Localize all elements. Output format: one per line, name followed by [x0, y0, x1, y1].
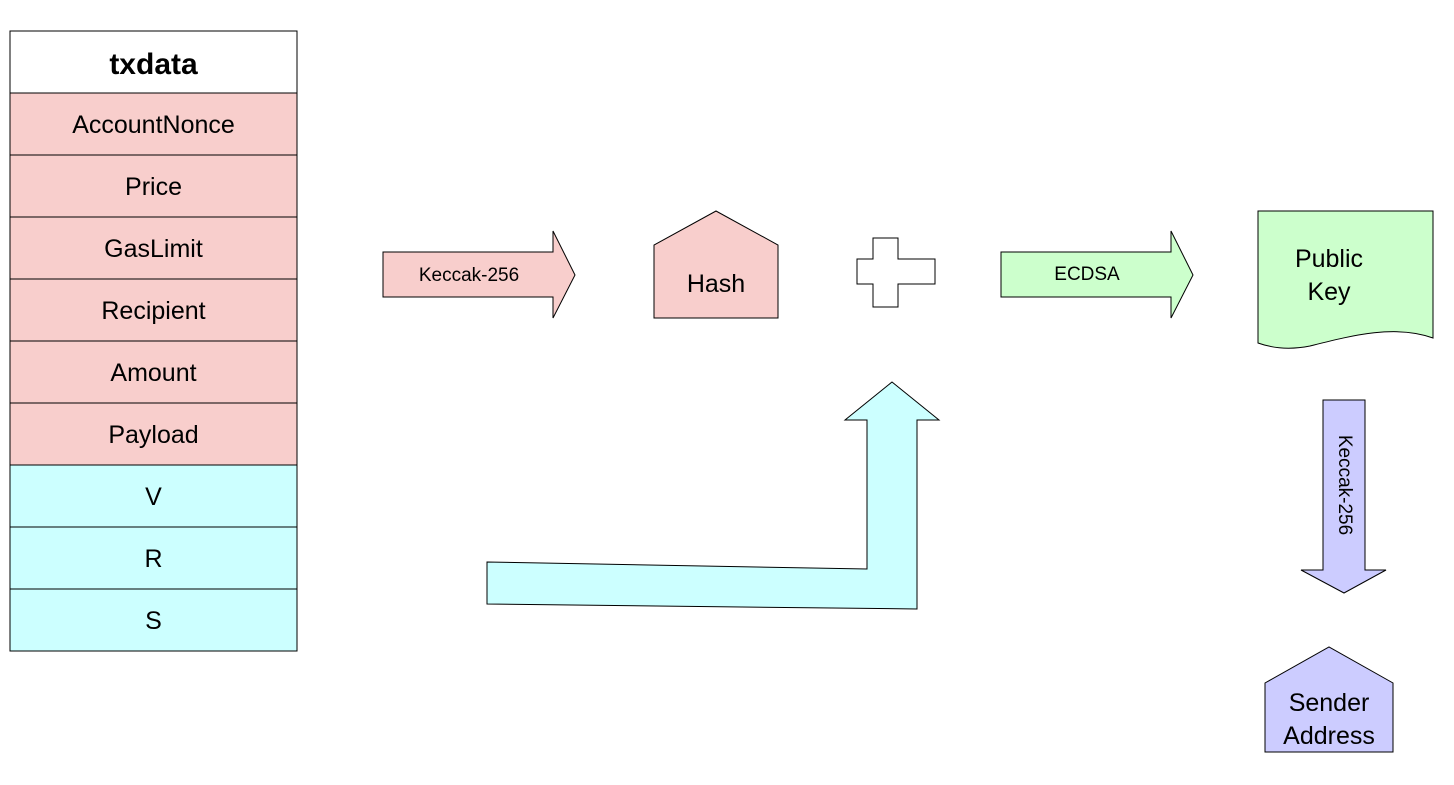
keccak-hash-arrow: Keccak-256	[382, 230, 576, 319]
public-key-label-line1: Public	[1295, 245, 1363, 273]
txdata-field-label: Payload	[108, 421, 198, 449]
ecdsa-arrow: ECDSA	[1000, 230, 1194, 319]
txdata-field-label: R	[144, 545, 162, 573]
hash-node: Hash	[653, 210, 779, 319]
txdata-field-cell	[9, 340, 298, 404]
keccak-hash-arrow-label: Keccak-256	[419, 265, 519, 286]
txdata-field-cell	[9, 464, 298, 528]
txdata-field-label: V	[145, 483, 162, 511]
keccak-address-arrow: Keccak-256	[1300, 399, 1387, 594]
ecdsa-arrow-label: ECDSA	[1054, 264, 1120, 285]
signature-bent-arrow	[486, 381, 941, 610]
sender-address-label-line2: Address	[1283, 722, 1375, 750]
plus-icon	[856, 237, 936, 308]
txdata-field-cell	[9, 278, 298, 342]
hash-label: Hash	[687, 270, 745, 298]
keccak-address-arrow-shape	[1300, 399, 1387, 594]
txdata-field-label: Price	[125, 173, 182, 201]
sender-address-shape	[1264, 646, 1394, 753]
txdata-title: txdata	[109, 48, 198, 81]
keccak-address-arrow-label: Keccak-256	[1334, 435, 1355, 535]
txdata-title-cell	[9, 30, 298, 94]
ecdsa-arrow-shape	[1000, 230, 1194, 319]
sender-address-node: Sender Address	[1264, 646, 1394, 753]
txdata-field-label: GasLimit	[104, 235, 203, 263]
txdata-field-cell	[9, 588, 298, 652]
txdata-field-cell	[9, 92, 298, 156]
public-key-label-line2: Key	[1307, 278, 1351, 306]
keccak-hash-arrow-shape	[382, 230, 576, 319]
txdata-field-label: Amount	[110, 359, 196, 387]
txdata-field-label: S	[145, 607, 162, 635]
hash-shape	[653, 210, 779, 319]
txdata-field-rows: AccountNoncePriceGasLimitRecipientAmount…	[9, 92, 298, 652]
txdata-field-label: AccountNonce	[72, 111, 235, 139]
sender-address-label-line1: Sender	[1289, 689, 1370, 717]
txdata-field-cell	[9, 154, 298, 218]
txdata-field-label: Recipient	[101, 297, 205, 325]
txdata-field-cell	[9, 216, 298, 280]
public-key-shape	[1257, 210, 1434, 349]
txdata-table: txdata AccountNoncePriceGasLimitRecipien…	[9, 30, 298, 652]
public-key-node: Public Key	[1257, 210, 1434, 349]
